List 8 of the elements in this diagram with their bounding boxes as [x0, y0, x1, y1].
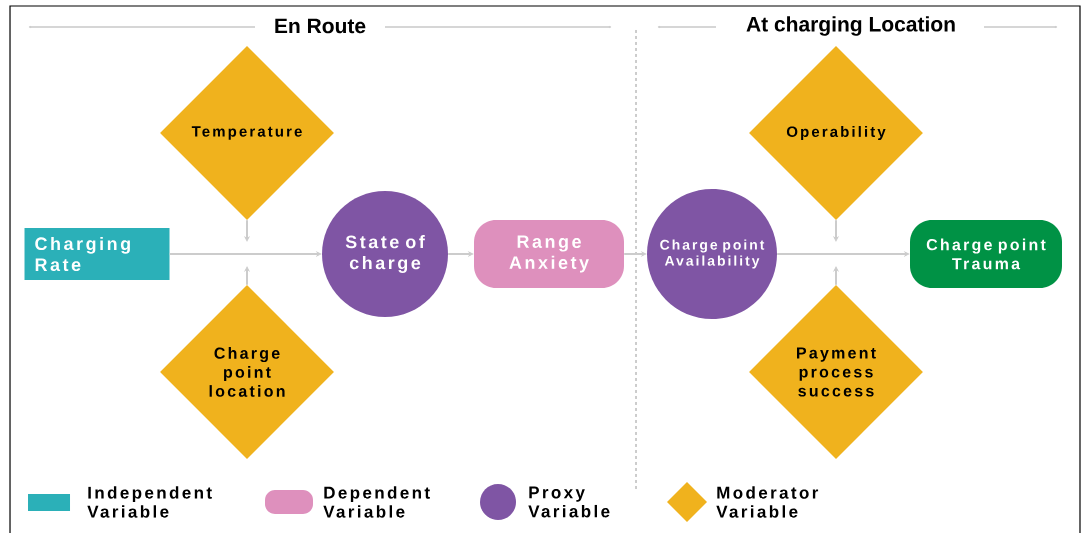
legend-text: Independent Variable	[87, 486, 212, 518]
variable-box: Charge point Trauma	[910, 220, 1062, 288]
variable-box: Range Anxiety	[474, 220, 624, 288]
legend-text: Proxy Variable	[528, 486, 610, 518]
section-heading: En Route	[275, 18, 366, 34]
legend-text: Moderator Variable	[716, 486, 819, 518]
legend-text: Dependent Variable	[323, 486, 430, 518]
variable-box: Charging Rate	[24, 228, 170, 280]
